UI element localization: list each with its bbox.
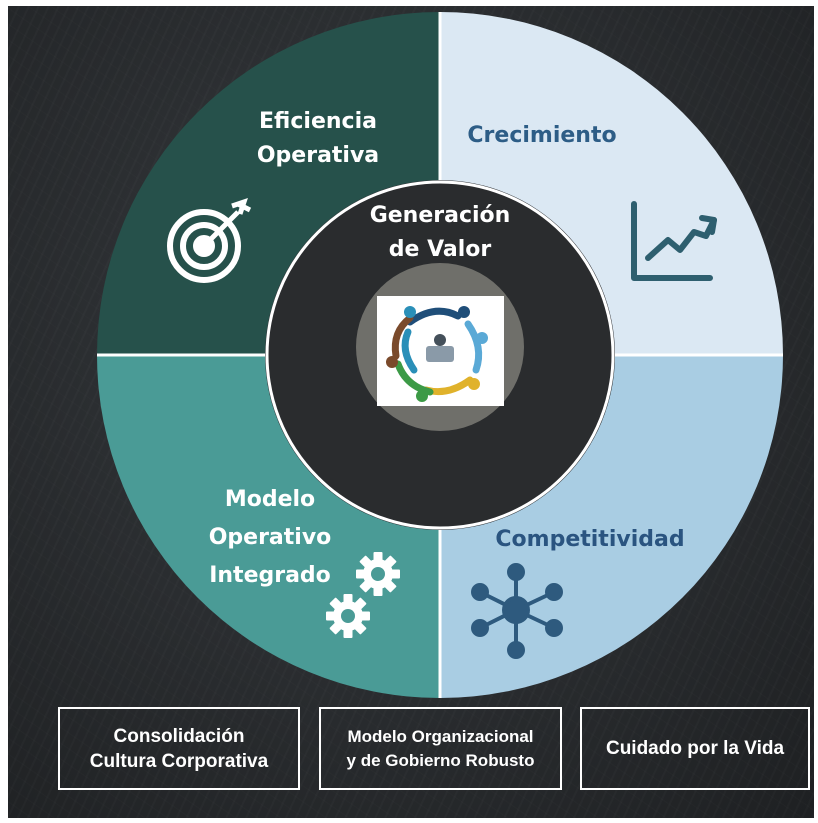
team-collaboration-logo-icon [377, 296, 504, 406]
growth-chart-icon [631, 201, 717, 281]
box-modelo-organizacional: Modelo Organizacional y de Gobierno Robu… [319, 707, 562, 790]
gears-icon [326, 552, 400, 638]
box-cuidado-por-la-vida: Cuidado por la Vida [580, 707, 810, 790]
value-wheel-diagram: Generación de Valor [97, 12, 783, 698]
center-title-line2: de Valor [389, 237, 492, 262]
modelo-operativo-label-line3: Integrado [209, 563, 331, 588]
modelo-operativo-label-line1: Modelo [225, 487, 315, 512]
box-modelo-organizacional-text: Modelo Organizacional y de Gobierno Robu… [346, 726, 535, 770]
box-consolidacion-cultura-text: Consolidación Cultura Corporativa [89, 725, 269, 772]
center-title-line1: Generación [370, 203, 511, 228]
network-icon [471, 563, 563, 659]
crecimiento-label: Crecimiento [467, 123, 616, 148]
competitividad-label: Competitividad [495, 527, 684, 552]
quadrant-crecimiento [440, 12, 783, 355]
chalkboard-background: Generación de Valor [8, 6, 814, 818]
box-consolidacion-cultura: Consolidación Cultura Corporativa [58, 707, 300, 790]
box-cuidado-por-la-vida-text: Cuidado por la Vida [605, 738, 785, 759]
modelo-operativo-label-line2: Operativo [209, 525, 332, 550]
eficiencia-label-line1: Eficiencia [259, 109, 377, 134]
target-icon [167, 198, 252, 283]
eficiencia-label-line2: Operativa [257, 143, 379, 168]
